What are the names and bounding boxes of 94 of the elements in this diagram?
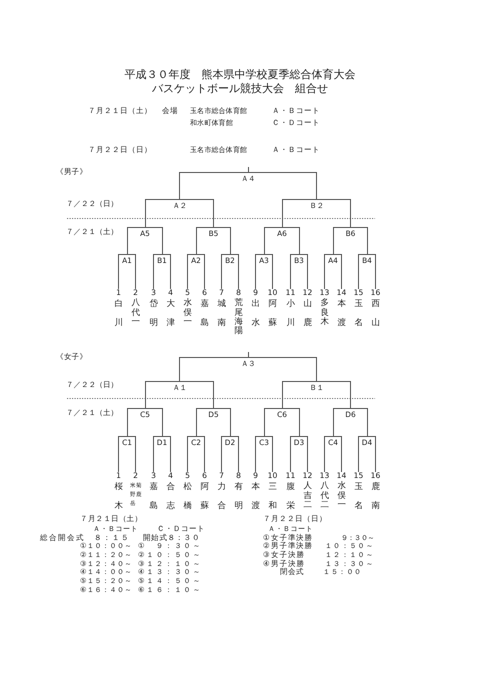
team-name: 岱明 bbox=[148, 296, 158, 328]
team-name: 有明 bbox=[234, 480, 244, 512]
bracket-line bbox=[187, 264, 188, 290]
team-name: 山鹿 bbox=[302, 296, 312, 328]
bracket-line bbox=[290, 446, 291, 472]
team-name: 城南 bbox=[216, 296, 226, 328]
bracket-line bbox=[358, 446, 359, 472]
team-name: 桜木 bbox=[114, 480, 124, 512]
bracket-line bbox=[179, 366, 180, 382]
team-name: 人吉二 bbox=[302, 481, 312, 509]
bracket-line bbox=[170, 446, 171, 472]
team-name: 水俣一 bbox=[182, 298, 192, 326]
team-name: 玉名 bbox=[354, 480, 364, 512]
team-name: 荒尾海陽 bbox=[234, 298, 244, 336]
team-name: 力合 bbox=[216, 480, 226, 512]
bracket-line bbox=[162, 418, 163, 436]
bracket-line bbox=[135, 446, 136, 472]
bracket-line bbox=[221, 264, 222, 290]
team-name: 合志 bbox=[166, 480, 176, 512]
team-name: 鹿南 bbox=[370, 480, 380, 512]
team-name: 嘉島 bbox=[148, 480, 158, 512]
bracket-line bbox=[238, 264, 239, 290]
bracket-line bbox=[307, 264, 308, 290]
team-name: 水俣一 bbox=[336, 481, 346, 509]
bracket-line bbox=[230, 418, 231, 436]
bracket-line bbox=[153, 446, 154, 472]
bracket-line bbox=[341, 446, 342, 472]
bracket-line bbox=[221, 446, 222, 472]
team-name: 阿蘇 bbox=[200, 480, 210, 512]
team-name: 嘉島 bbox=[200, 296, 210, 328]
bracket-line bbox=[162, 236, 163, 254]
bracket-line bbox=[350, 208, 351, 228]
bracket-line bbox=[316, 182, 317, 200]
team-name: 出水 bbox=[250, 296, 260, 328]
team-name: 松橋 bbox=[182, 480, 192, 512]
bracket-line bbox=[255, 264, 256, 290]
bracket-line bbox=[153, 264, 154, 290]
bracket-line bbox=[248, 166, 249, 172]
team-name: 小川 bbox=[286, 296, 296, 328]
bracket-line bbox=[204, 264, 205, 290]
bracket-line bbox=[204, 446, 205, 472]
bracket-line bbox=[307, 446, 308, 472]
bracket-line bbox=[264, 236, 265, 254]
team-name: 西山 bbox=[370, 296, 380, 328]
bracket-line bbox=[264, 418, 265, 436]
bracket-line bbox=[350, 390, 351, 408]
bracket-line bbox=[367, 418, 368, 436]
bracket-line bbox=[145, 390, 146, 408]
bracket-line bbox=[316, 366, 317, 382]
bracket-line bbox=[358, 264, 359, 290]
bracket-line bbox=[187, 446, 188, 472]
team-name: 多良木 bbox=[320, 298, 330, 326]
bracket-line bbox=[127, 418, 128, 436]
bracket-line bbox=[272, 264, 273, 290]
bracket-line bbox=[170, 264, 171, 290]
bracket-line bbox=[179, 182, 180, 200]
team-name: 阿蘇 bbox=[268, 296, 278, 328]
bracket-line bbox=[324, 446, 325, 472]
team-name: 白川 bbox=[114, 296, 124, 328]
bracket-line bbox=[299, 236, 300, 254]
bracket-line bbox=[282, 390, 283, 408]
bracket-line bbox=[230, 236, 231, 254]
bracket-line bbox=[255, 446, 256, 472]
bracket-line bbox=[145, 208, 146, 228]
team-name: 八代二 bbox=[320, 481, 330, 509]
team-name: 三和 bbox=[268, 480, 278, 512]
bracket-line bbox=[196, 236, 197, 254]
bracket-line bbox=[272, 446, 273, 472]
bracket-line bbox=[375, 264, 376, 290]
title: 平成３０年度 熊本県中学校夏季総合体育大会バスケットボール競技大会 組合せ bbox=[124, 68, 356, 95]
team-name: 本渡 bbox=[250, 480, 260, 512]
bracket-line bbox=[299, 418, 300, 436]
bracket-line bbox=[375, 446, 376, 472]
team-name: 大津 bbox=[166, 296, 176, 328]
team-name: 腹栄 bbox=[286, 480, 296, 512]
bracket-line bbox=[324, 264, 325, 290]
team-name: 八代一 bbox=[130, 298, 140, 326]
bracket-line bbox=[333, 236, 334, 254]
bracket-line bbox=[238, 446, 239, 472]
bracket-line bbox=[196, 418, 197, 436]
team-name: 玉名 bbox=[354, 296, 364, 328]
bracket-line bbox=[213, 208, 214, 228]
bracket-line bbox=[341, 264, 342, 290]
bracket-line bbox=[367, 236, 368, 254]
bracket-line bbox=[248, 352, 249, 358]
bracket-line bbox=[127, 236, 128, 254]
bracket-line bbox=[333, 418, 334, 436]
bracket-line bbox=[213, 390, 214, 408]
bracket-line bbox=[282, 208, 283, 228]
team-name: 本渡 bbox=[336, 296, 346, 328]
bracket-line bbox=[118, 264, 119, 290]
bracket-line bbox=[118, 446, 119, 472]
bracket-line bbox=[290, 264, 291, 290]
bracket-line bbox=[135, 264, 136, 290]
